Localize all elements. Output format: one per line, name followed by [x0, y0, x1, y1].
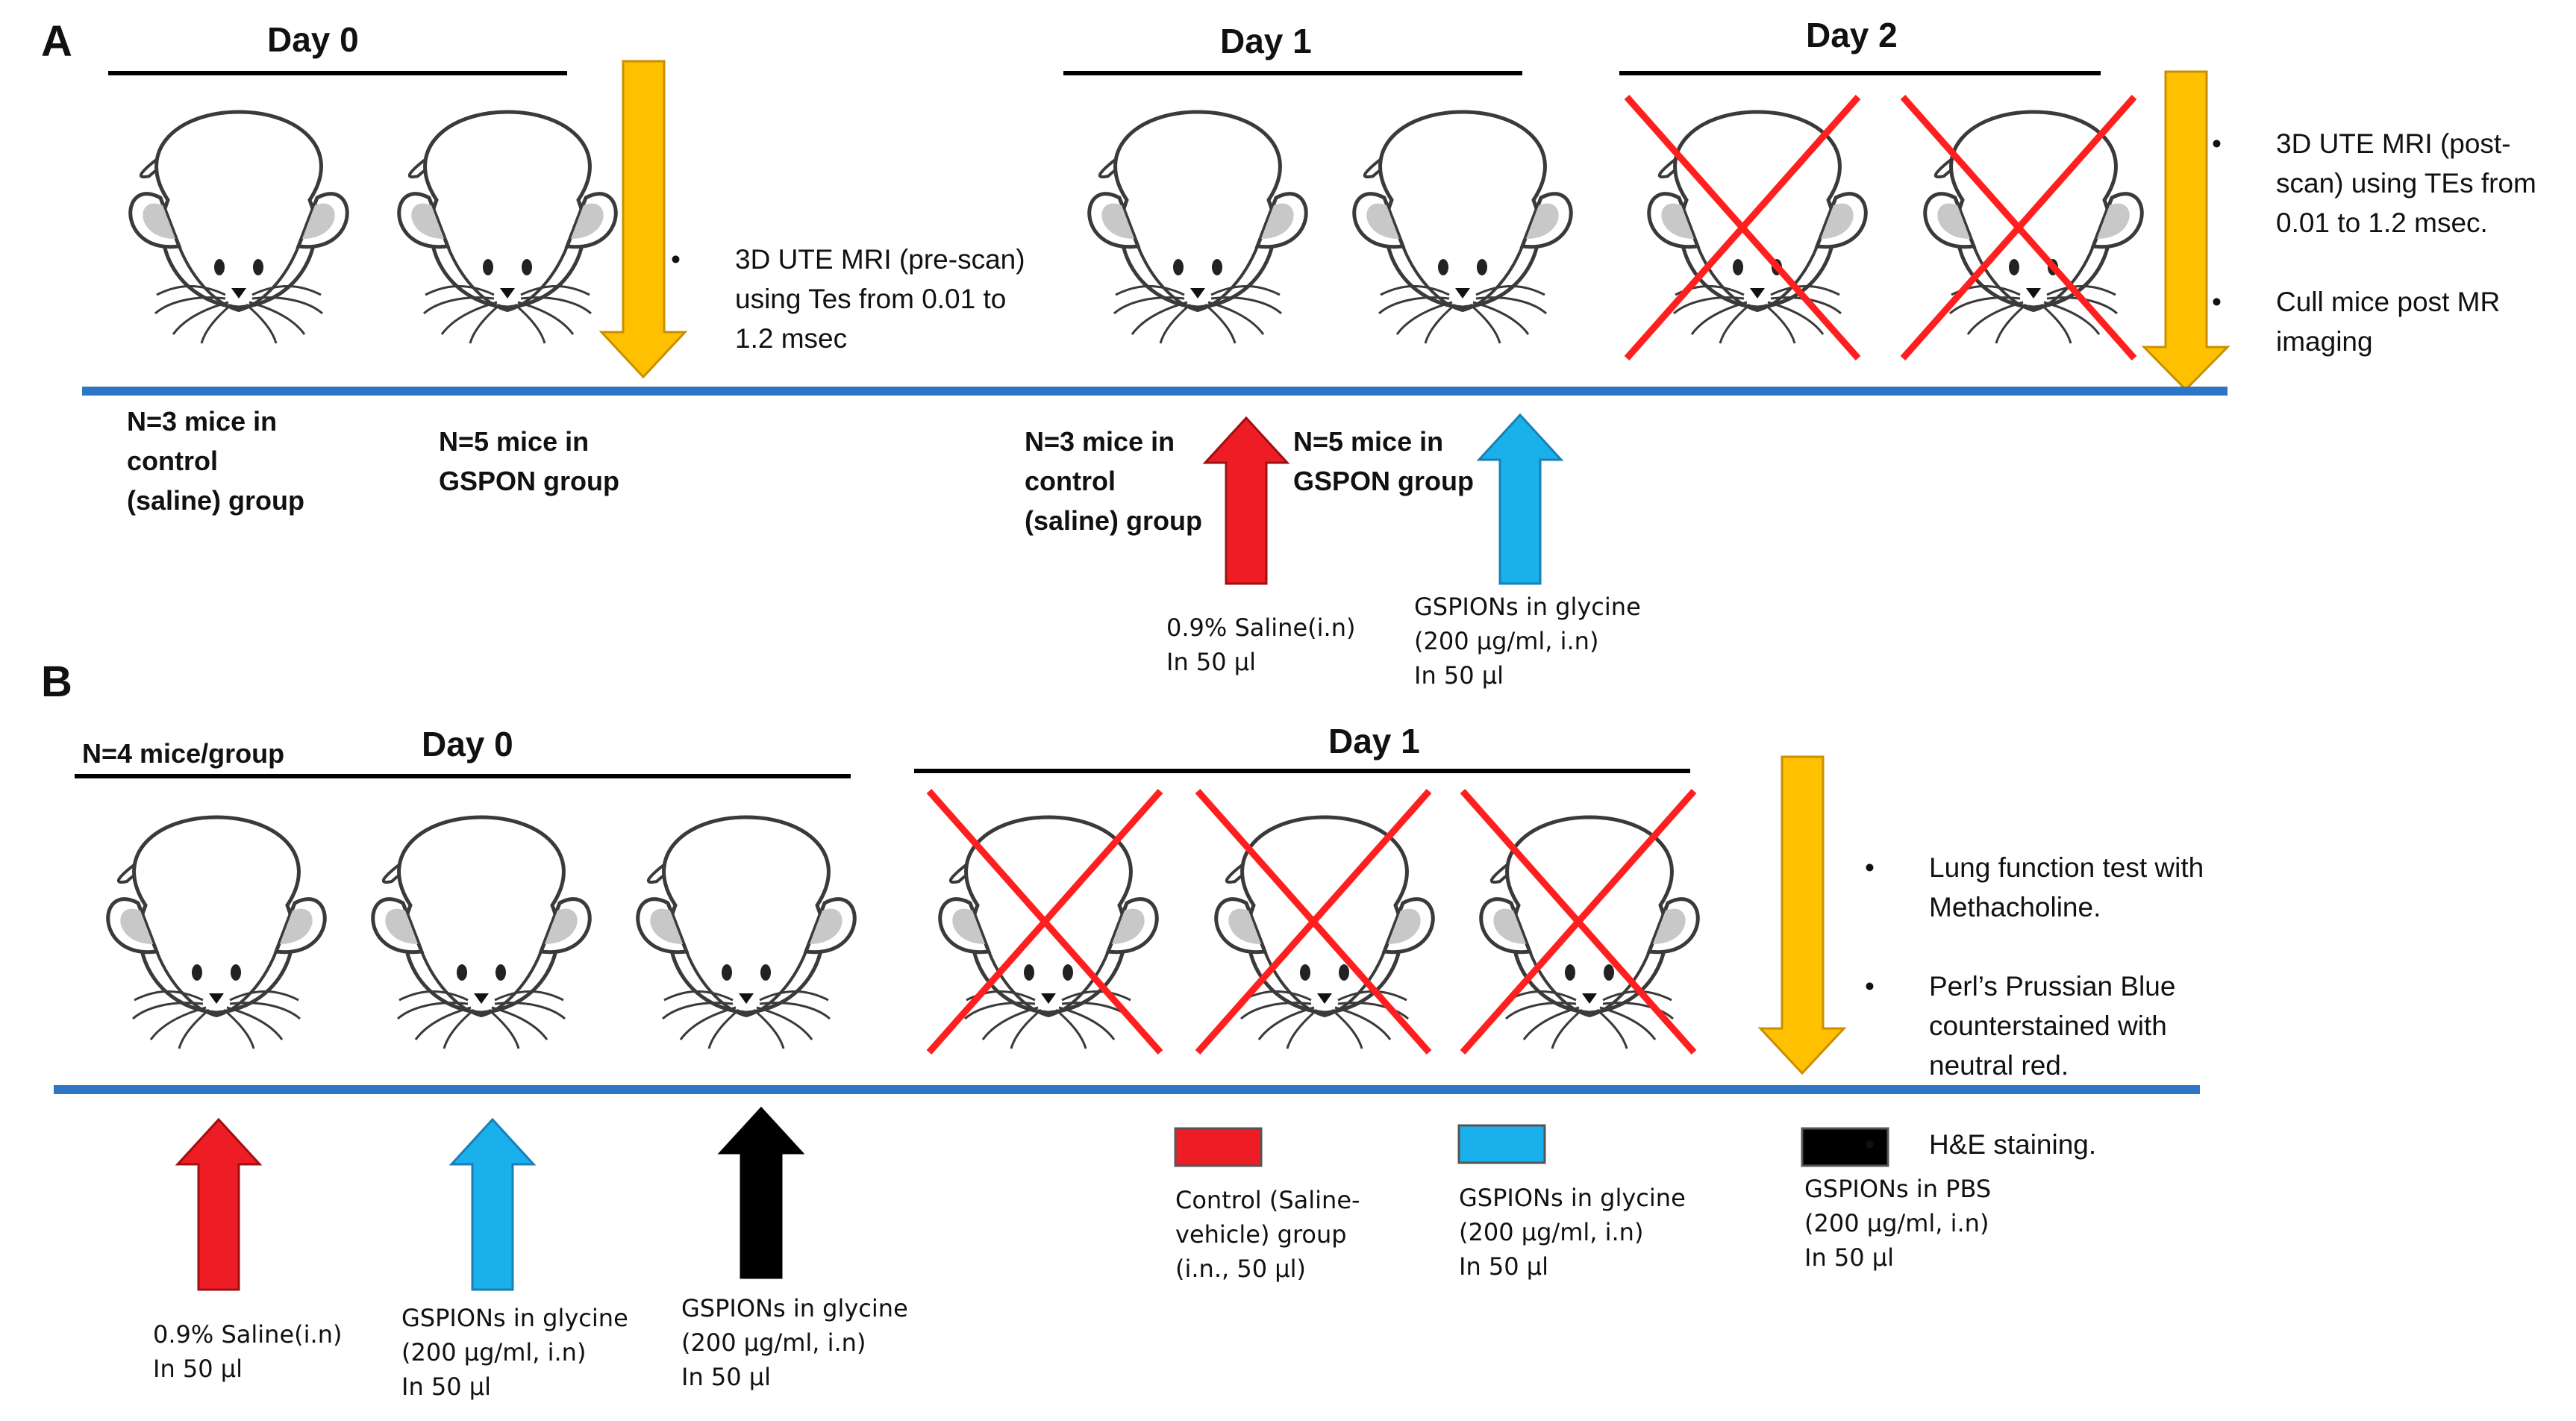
analysis-bullets: • Lung function test with Methacholine. •… — [1865, 808, 2204, 1204]
mouse-icon — [399, 112, 616, 343]
saline-note-a: 0.9% Saline(i.n) In 50 µl — [1166, 613, 1356, 676]
mouse-icon — [1649, 112, 1866, 343]
up-arrow-icon — [175, 1117, 263, 1291]
saline-note-b: 0.9% Saline(i.n) In 50 µl — [153, 1320, 343, 1383]
group-gspon-day1: N=5 mice in GSPON group — [1293, 426, 1474, 496]
legend-label-control: Control (Saline- vehicle) group (i.n., 5… — [1175, 1186, 1360, 1283]
bullet-icon: • — [1865, 852, 1875, 883]
mouse-icon — [108, 817, 325, 1049]
mouse-icon — [131, 112, 348, 343]
legend-swatch-gspion-pbs — [1801, 1127, 1889, 1167]
down-arrow-icon — [1757, 755, 1847, 1075]
analysis-bullet-3: H&E staining. — [1929, 1129, 2097, 1160]
mouse-icon — [1090, 112, 1307, 343]
up-arrow-icon — [448, 1117, 537, 1291]
legend-swatch-gspion-glycine — [1457, 1124, 1546, 1164]
day1-label-a: Day 1 — [1220, 22, 1312, 60]
mouse-icon — [373, 817, 590, 1049]
bullet-icon: • — [2212, 128, 2222, 159]
day2-label-a: Day 2 — [1806, 16, 1898, 54]
day0-label-a: Day 0 — [267, 20, 359, 59]
gspion-note-a: GSPIONs in glycine (200 µg/ml, i.n) In 5… — [1414, 593, 1641, 690]
mouse-icon — [1354, 112, 1572, 343]
mouse-icon — [638, 817, 855, 1049]
day1-label-b: Day 1 — [1328, 722, 1420, 761]
legend-label-gspion-pbs: GSPIONs in PBS (200 µg/ml, i.n) In 50 µl — [1804, 1175, 1992, 1272]
bullet-icon: • — [1865, 971, 1875, 1002]
up-arrow-icon — [1202, 416, 1290, 585]
down-arrow-icon — [2141, 70, 2230, 392]
prescan-text: 3D UTE MRI (pre-scan) using Tes from 0.0… — [735, 244, 1025, 354]
gspion-glycine-note-b1: GSPIONs in glycine (200 µg/ml, i.n) In 5… — [401, 1304, 628, 1401]
panel-label-a: A — [41, 17, 72, 66]
bullet-icon: • — [1865, 1129, 1875, 1160]
mouse-icon — [1925, 112, 2142, 343]
panel-label-b: B — [41, 658, 72, 706]
group-control-day0: N=3 mice in control (saline) group — [127, 406, 305, 516]
gspion-glycine-note-b2: GSPIONs in glycine (200 µg/ml, i.n) In 5… — [681, 1294, 908, 1391]
bullet-icon: • — [671, 244, 681, 275]
prescan-bullet: • 3D UTE MRI (pre-scan) using Tes from 0.… — [671, 200, 1025, 398]
postscan-bullets: • 3D UTE MRI (post- scan) using TEs from … — [2212, 84, 2536, 401]
day0-label-b: Day 0 — [422, 725, 513, 763]
postscan-text: 3D UTE MRI (post- scan) using TEs from 0… — [2276, 128, 2536, 238]
group-control-day1: N=3 mice in control (saline) group — [1025, 426, 1203, 536]
legend-swatch-control — [1174, 1127, 1263, 1167]
group-size-b: N=4 mice/group — [82, 738, 285, 769]
bullet-icon: • — [2212, 287, 2222, 317]
up-arrow-icon — [717, 1106, 805, 1279]
group-gspon-day0: N=5 mice in GSPON group — [439, 426, 619, 496]
analysis-bullet-2: Perl’s Prussian Blue counterstained with… — [1929, 971, 2176, 1081]
cull-text: Cull mice post MR imaging — [2276, 287, 2501, 357]
down-arrow-icon — [598, 60, 688, 379]
legend-label-gspion-glycine: GSPIONs in glycine (200 µg/ml, i.n) In 5… — [1459, 1184, 1686, 1281]
up-arrow-icon — [1476, 413, 1564, 585]
analysis-bullet-1: Lung function test with Methacholine. — [1929, 852, 2204, 922]
